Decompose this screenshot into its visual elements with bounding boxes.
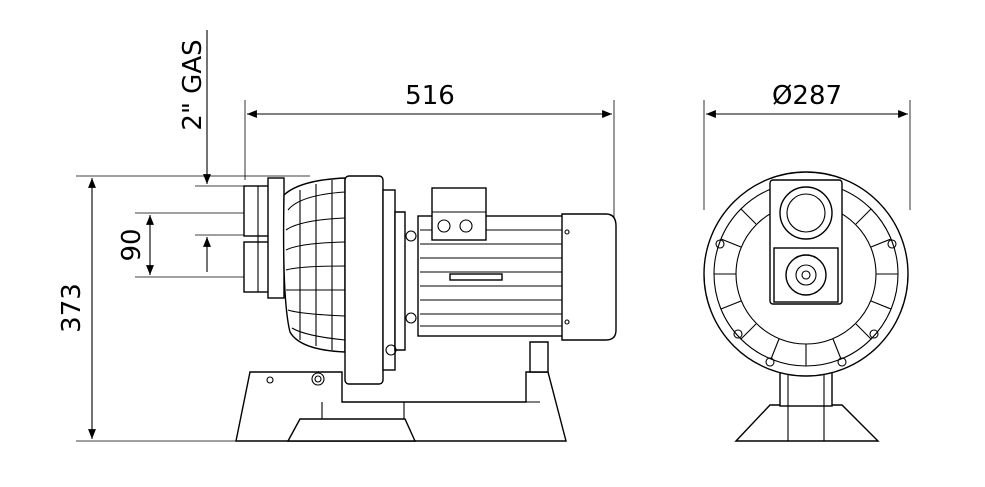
dimension-port-spacing: 90 [117,212,245,278]
side-view [235,175,617,442]
dimension-overall-length: 516 [244,81,615,220]
port-spacing-label: 90 [117,228,147,261]
front-view [703,171,909,442]
bolt [311,372,325,386]
port-size-label: 2" GAS [178,39,208,130]
inlet-port-upper [243,185,271,237]
outlet-port [779,186,833,240]
motor-fins [420,229,562,327]
motor-label-plate [449,273,503,281]
housing-flange [344,175,384,385]
radial-ribs [714,182,898,366]
overall-height-label: 373 [57,283,87,333]
port-flange [267,177,285,299]
base-foot [286,418,417,442]
pump-housing [282,177,346,353]
diameter-label: Ø287 [772,81,842,111]
inlet-port [785,254,827,296]
terminal-box [431,187,487,241]
adapter-ring [382,189,396,371]
motor-support [529,341,549,373]
bolt-hole [266,376,274,384]
front-base [734,404,880,442]
cable-gland-right [459,219,473,233]
fan-cover [561,213,617,341]
inlet-port-lower [243,241,271,293]
cable-gland-left [437,219,451,233]
dimension-port-size: 2" GAS [178,30,245,272]
dimension-diameter: Ø287 [703,81,911,210]
motor-adapter [394,211,406,351]
overall-length-label: 516 [405,81,455,111]
housing-ribs [285,180,346,350]
